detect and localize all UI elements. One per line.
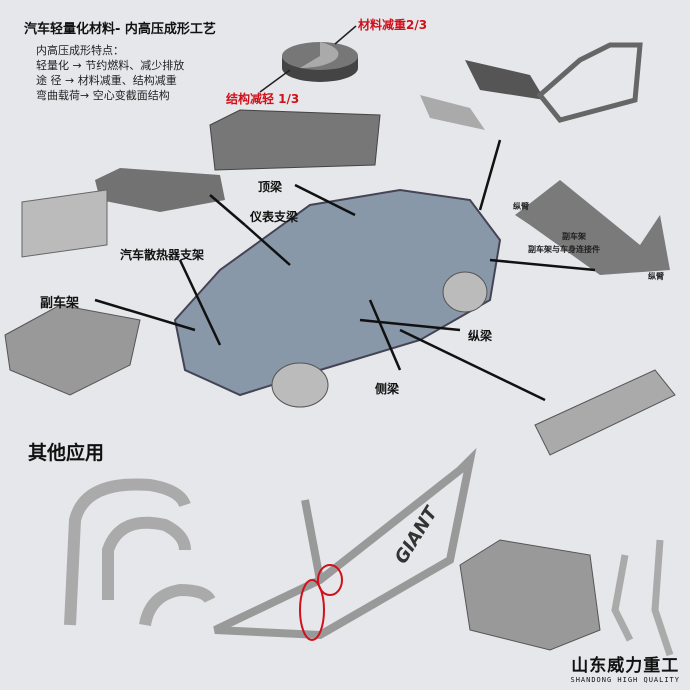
- feature-line: 途 径 → 材料减重、结构减重: [36, 74, 177, 87]
- label-side-beam: 侧梁: [375, 382, 400, 396]
- pie-chart: [282, 42, 358, 82]
- features-block: 内高压成形特点： 轻量化 → 节约燃料、减少排放 途 径 → 材料减重、结构减重…: [36, 43, 184, 103]
- label-trailing-arm: 纵臂: [648, 272, 664, 281]
- car-body-image: [173, 188, 502, 408]
- other-applications-heading: 其他应用: [28, 442, 105, 464]
- pointer-arrows: [94, 139, 596, 402]
- label-longitudinal-beam: 纵梁: [468, 329, 493, 343]
- feature-line: 弯曲载荷→ 空心变截面结构: [36, 89, 170, 102]
- tube-image: [534, 369, 676, 456]
- bracket-image: [611, 539, 674, 657]
- label-connector: 副车架与车身连接件: [528, 245, 600, 254]
- label-radiator-bracket: 汽车散热器支架: [120, 248, 205, 262]
- label-roof-beam: 顶梁: [258, 180, 283, 194]
- formed-part-image: [459, 539, 601, 651]
- feature-line: 轻量化 → 节约燃料、减少排放: [36, 59, 185, 72]
- material-reduction-label: 材料减重2/3: [358, 18, 428, 32]
- subframe-image: [4, 304, 141, 396]
- logo-en: SHANDONG HIGH QUALITY: [570, 676, 680, 684]
- label-trailing-arm: 纵臂: [513, 202, 529, 211]
- suspension-image: [515, 180, 670, 275]
- label-suspension-subframe: 副车架: [562, 232, 586, 241]
- logo-cn: 山东威力重工: [571, 656, 680, 676]
- exhaust-image: [420, 42, 643, 130]
- label-dash-beam: 仪表支梁: [250, 210, 299, 224]
- bike-frame-image: [213, 447, 477, 640]
- page-title: 汽车轻量化材料- 内高压成形工艺: [24, 22, 216, 37]
- label-subframe: 副车架: [40, 296, 80, 311]
- structure-reduction-label: 结构减轻 1/3: [226, 92, 300, 106]
- bent-pipes-image: [64, 478, 216, 627]
- features-heading: 内高压成形特点：: [36, 44, 124, 57]
- roof-part-image: [209, 109, 381, 171]
- radiator-image: [21, 189, 108, 258]
- dashboard-beam-image: [95, 168, 225, 212]
- company-logo: 山东威力重工 SHANDONG HIGH QUALITY: [570, 651, 680, 684]
